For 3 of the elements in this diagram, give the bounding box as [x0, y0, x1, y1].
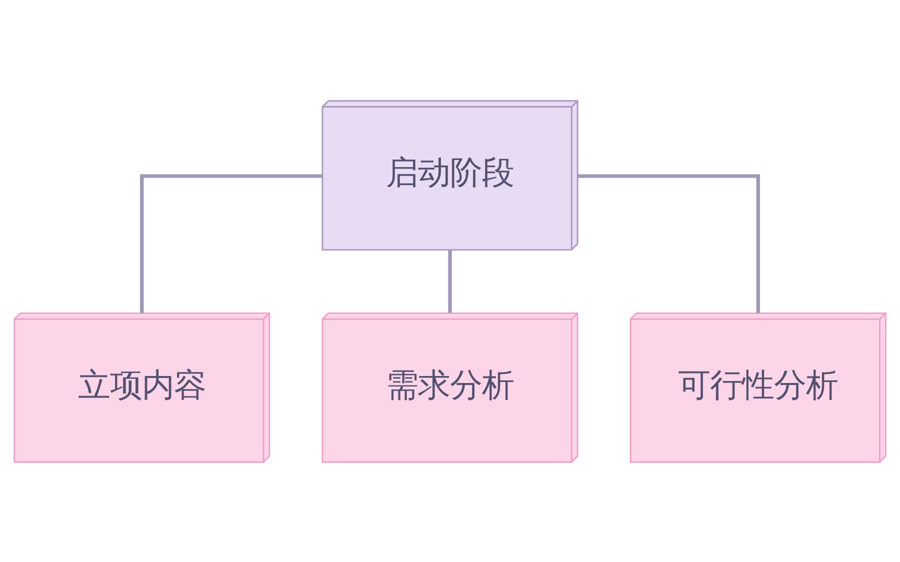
connector — [448, 250, 452, 312]
connector — [140, 174, 322, 313]
connector — [578, 174, 760, 313]
